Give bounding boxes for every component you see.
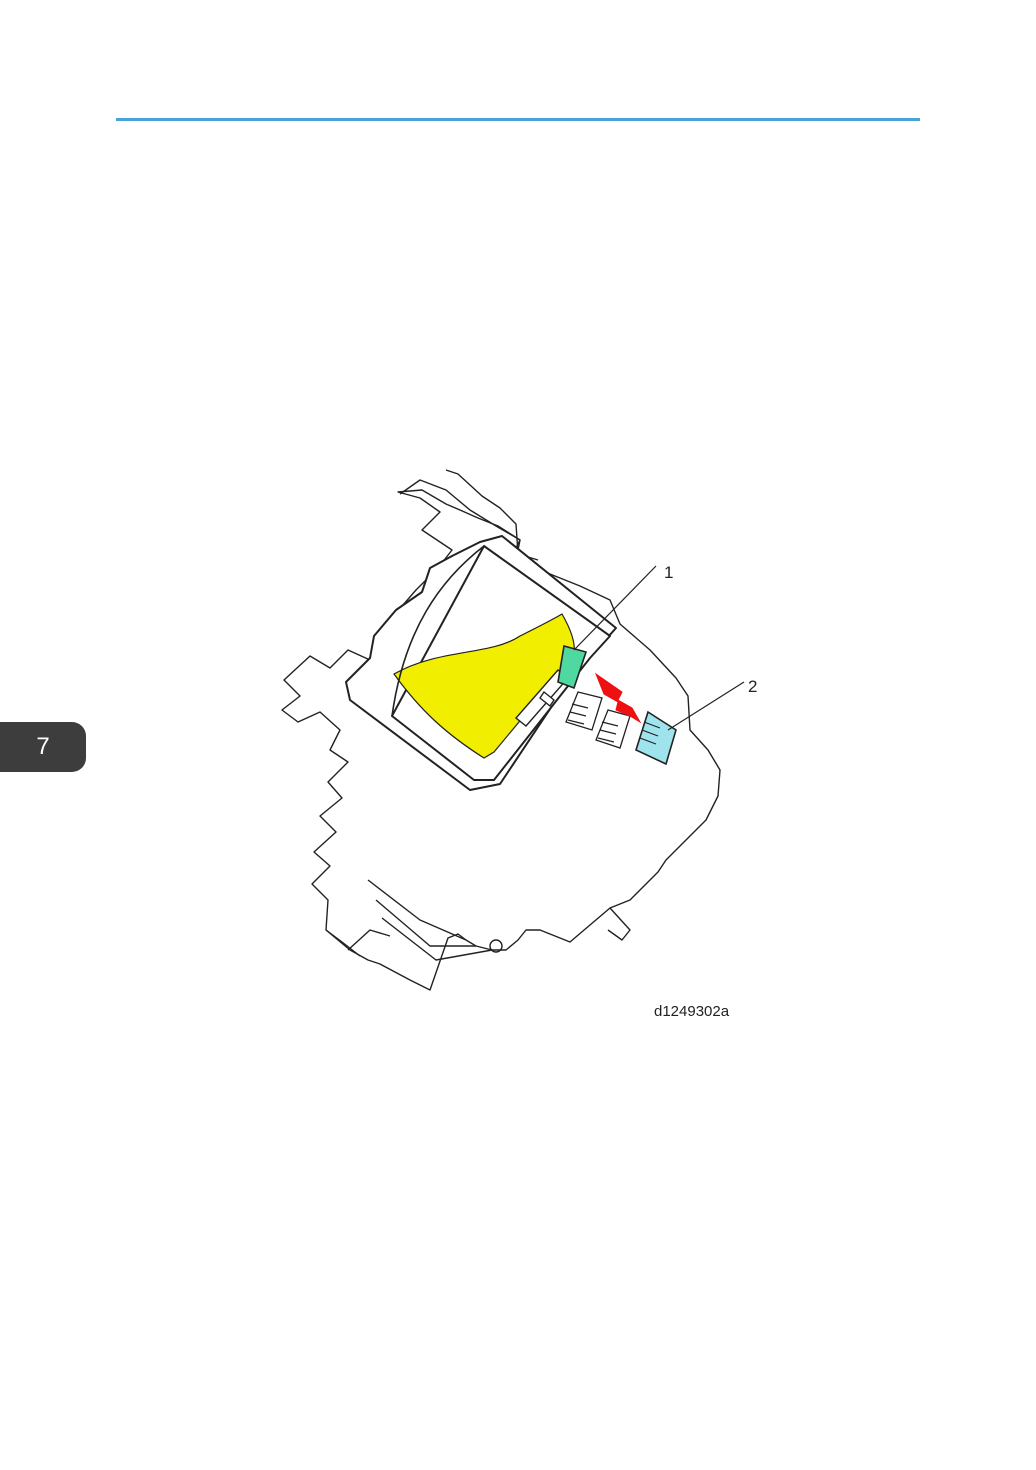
callout-label-1: 1 — [664, 563, 673, 582]
connector-part-1 — [558, 646, 586, 688]
header-rule — [116, 118, 920, 121]
chapter-tab: 7 — [0, 722, 86, 772]
technical-illustration: 1 2 d1249302a — [270, 460, 790, 1040]
connector-part-2 — [636, 712, 676, 764]
board-connectors — [566, 692, 630, 748]
callout-label-2: 2 — [748, 677, 757, 696]
illustration-svg: 1 2 d1249302a — [270, 460, 790, 1040]
figure-id: d1249302a — [654, 1003, 730, 1020]
chapter-number: 7 — [36, 733, 49, 760]
